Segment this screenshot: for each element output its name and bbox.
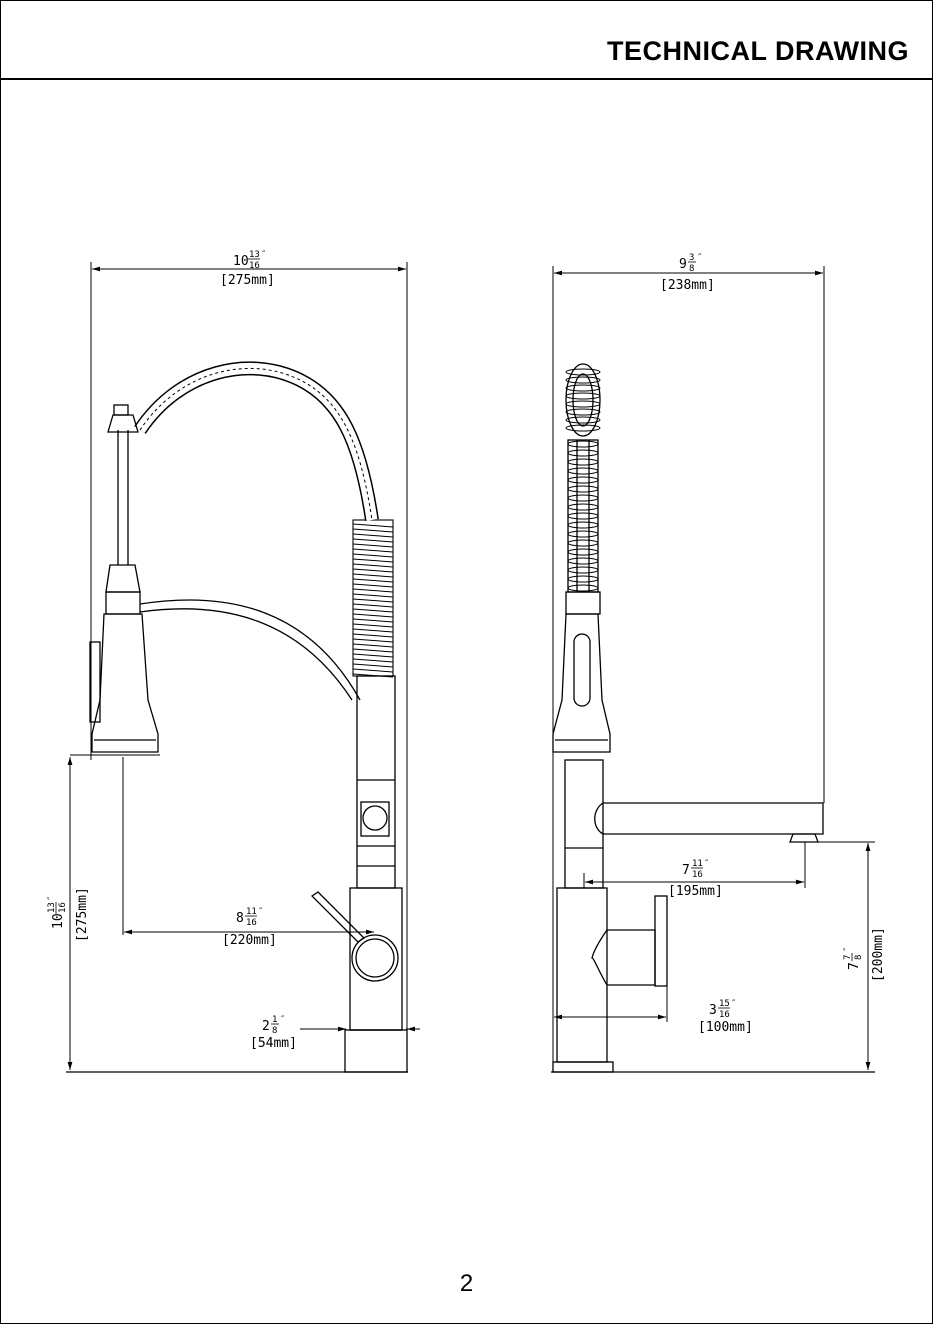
dim-num: 1 [272, 1015, 277, 1025]
spring-coils [353, 520, 393, 676]
dim-num: 13 [47, 902, 57, 913]
dim-den: 16 [719, 1010, 730, 1020]
left-dimension-lines [70, 262, 420, 1072]
dim-whole: 7 [847, 962, 862, 970]
dim-num: 3 [689, 253, 694, 263]
right-faucet-front-view [551, 364, 875, 1072]
dim-mm: [100mm] [698, 1020, 753, 1035]
dim-whole: 10 [233, 254, 249, 269]
dim-mm: [275mm] [75, 887, 90, 942]
dim-den: 16 [692, 870, 703, 880]
dim-inch: ″ [731, 999, 736, 1009]
dim-whole: 2 [262, 1019, 270, 1034]
label-left-reach: 8 11 16 ″ [220mm] [222, 907, 277, 948]
dim-inch: ″ [280, 1015, 285, 1025]
dim-inch: ″ [704, 859, 709, 869]
dim-den: 16 [58, 902, 68, 913]
dim-den: 8 [272, 1026, 277, 1036]
dim-inch: ″ [261, 250, 266, 260]
dim-whole: 8 [236, 911, 244, 926]
dim-mm: [200mm] [871, 927, 886, 982]
dim-mm: [220mm] [222, 933, 277, 948]
dim-mm: [54mm] [250, 1036, 297, 1051]
right-dimension-lines [553, 266, 875, 1072]
dim-num: 13 [249, 250, 260, 260]
label-right-spout-reach: 7 11 16 ″ [195mm] [668, 859, 723, 899]
dim-mm: [195mm] [668, 884, 723, 899]
dim-num: 15 [719, 999, 730, 1009]
left-faucet-side-view [66, 368, 408, 1072]
left-spring-coil-lines [353, 524, 393, 677]
dim-whole: 9 [679, 257, 687, 272]
right-spring-coil-lines [566, 369, 600, 591]
dim-inch: ″ [258, 907, 263, 917]
dim-inch: ″ [47, 896, 57, 901]
dim-whole: 3 [709, 1003, 717, 1018]
dim-den: 8 [689, 264, 694, 274]
dim-num: 11 [692, 859, 703, 869]
dim-mm: [275mm] [220, 273, 275, 288]
label-left-base-diameter: 2 1 8 ″ [54mm] [250, 1015, 297, 1051]
dim-den: 16 [249, 261, 260, 271]
dim-den: 8 [854, 955, 864, 960]
label-right-spout-height: 7 7 8 ″ [200mm] [843, 927, 886, 982]
label-right-handle-reach: 3 15 16 ″ [100mm] [698, 999, 753, 1035]
dim-num: 11 [246, 907, 257, 917]
page-number: 2 [0, 1270, 933, 1298]
dim-inch: ″ [843, 947, 853, 952]
dim-whole: 10 [51, 913, 66, 929]
dim-num: 7 [843, 955, 853, 960]
dim-den: 16 [246, 918, 257, 928]
dim-inch: ″ [697, 253, 702, 263]
label-left-outlet-height: 10 13 16 ″ [275mm] [47, 887, 90, 942]
dim-mm: [238mm] [660, 278, 715, 293]
dim-whole: 7 [682, 863, 690, 878]
